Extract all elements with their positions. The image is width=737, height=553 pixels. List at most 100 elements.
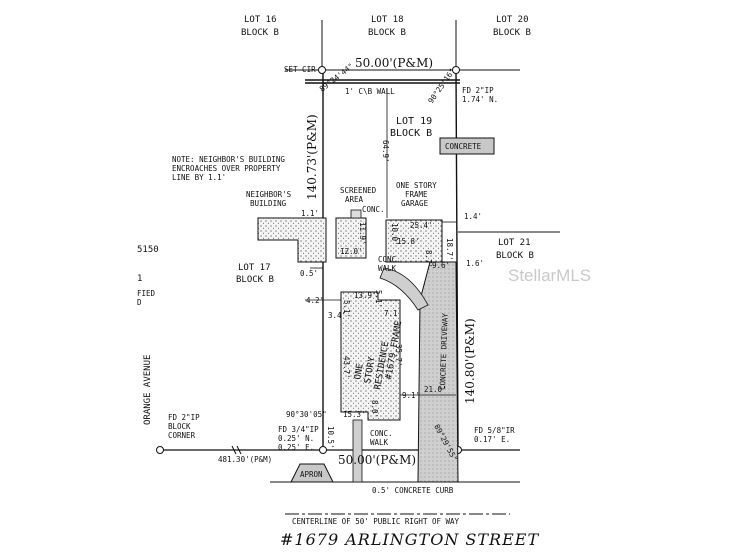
wall-label: 1' C\B WALL <box>345 87 395 96</box>
lot-18-block: BLOCK B <box>368 28 406 38</box>
garage-3: GARAGE <box>401 199 429 208</box>
concrete-pad-label: CONCRETE <box>445 142 482 151</box>
street-name: #1679 ARLINGTON STREET <box>280 530 539 549</box>
lot-19-label: LOT 19 <box>396 116 432 127</box>
bottom-width-dim: 50.00'(P&M) <box>338 453 416 467</box>
meas-9-1: 9.1' <box>402 391 420 400</box>
conc-walk-top <box>379 267 429 311</box>
meas-8-7: 8.7' <box>424 250 433 268</box>
driveway-label: CONCRETE DRIVEWAY <box>438 313 450 391</box>
note-line-3: LINE BY 1.1' <box>172 173 226 182</box>
meas-15-8: 15.8' <box>397 237 420 246</box>
meas-11-9: 11.9' <box>358 222 367 245</box>
meas-12-0: 12.0' <box>340 247 363 256</box>
meas-3-4: 3.4' <box>328 311 346 320</box>
orange-avenue: ORANGE AVENUE <box>143 355 153 425</box>
set-cir-label: SET CIR <box>284 65 316 74</box>
meas-9-6: 9.6' <box>432 261 450 270</box>
fd-top-right-1: FD 2"IP <box>462 86 494 95</box>
meas-10-0: 10.0' <box>390 223 399 246</box>
lot-21-label: LOT 21 <box>498 238 531 248</box>
concrete-pad <box>439 137 495 155</box>
fd-bottom-right-1: FD 5/8"IR <box>474 426 515 435</box>
fd-ip-bottom-left-marker <box>319 446 327 454</box>
fd-bottom-right-2: 0.17' E. <box>474 435 510 444</box>
left-depth-dim: 140.73'(P&M) <box>305 114 319 200</box>
edge-fragment-2: 1 <box>137 274 142 284</box>
fd-bottom-left-1: FD 3/4"IP <box>278 425 319 434</box>
meas-21-0: 21.0' <box>424 385 447 394</box>
top-width-dim: 50.00'(P&M) <box>355 56 433 70</box>
note-line-1: NOTE: NEIGHBOR'S BUILDING <box>172 155 285 164</box>
meas-4-2: 4.2' <box>306 296 324 305</box>
edge-fragment-1: 5150 <box>137 245 159 255</box>
fd-corner-2: BLOCK <box>168 422 191 431</box>
fd-block-corner-marker <box>156 446 164 454</box>
set-cir-marker <box>318 66 326 74</box>
conc-walk-bottom <box>352 419 363 483</box>
garage <box>385 219 443 263</box>
screened-area-2: AREA <box>345 195 364 204</box>
apron <box>290 463 334 483</box>
fd-bottom-left-3: 0.25' E. <box>278 443 314 452</box>
conc-small-label: CONC. <box>362 205 385 214</box>
meas-1-4: 1.4' <box>464 212 482 221</box>
screened-area-1: SCREENED <box>340 186 377 195</box>
conc-walk-top-1: CONC. <box>378 255 401 264</box>
watermark: StellarMLS <box>508 266 591 285</box>
meas-5-1a: 5.1' <box>342 300 351 318</box>
neighbors-building-2: BUILDING <box>250 199 287 208</box>
lot-20-block: BLOCK B <box>493 28 531 38</box>
meas-25-4: 25.4' <box>410 221 433 230</box>
apron-label: APRON <box>300 470 323 479</box>
curb-label: 0.5' CONCRETE CURB <box>372 486 454 495</box>
conc-walk-bottom-1: CONC. <box>370 429 393 438</box>
edge-fragment-4: D <box>137 298 142 307</box>
fd-corner-3: CORNER <box>168 431 196 440</box>
meas-1-1: 1.1' <box>301 209 319 218</box>
road-distance-dim: 481.30'(P&M) <box>218 455 272 464</box>
meas-1-6: 1.6' <box>466 259 484 268</box>
angle-top-right: 90°25'16" <box>426 67 457 105</box>
meas-18-7: 18.7' <box>445 238 454 261</box>
edge-fragment-3: FIED <box>137 289 156 298</box>
note-line-2: ENCROACHES OVER PROPERTY <box>172 164 281 173</box>
meas-35-7: 35.7' <box>394 344 403 367</box>
meas-10-5: 10.5' <box>326 426 335 449</box>
centerline-label: CENTERLINE OF 50' PUBLIC RIGHT OF WAY <box>292 517 460 526</box>
meas-43-7: 43.7' <box>342 356 351 379</box>
garage-2: FRAME <box>405 190 428 199</box>
neighbors-building-1: NEIGHBOR'S <box>246 190 292 199</box>
residence-2: STORY <box>363 356 378 385</box>
meas-13-9: 13.9' <box>354 291 377 300</box>
conc-walk-bottom-2: WALK <box>370 438 389 447</box>
lot-18-label: LOT 18 <box>371 15 404 25</box>
garage-1: ONE STORY <box>396 181 437 190</box>
fd-corner-1: FD 2"IP <box>168 413 200 422</box>
meas-15-3: 15.3' <box>343 410 366 419</box>
neighbors-building <box>257 217 327 263</box>
right-property-line <box>455 69 459 451</box>
conc-slab <box>350 209 362 219</box>
lot-21-block: BLOCK B <box>496 251 534 261</box>
conc-walk-top-2: WALK <box>378 264 397 273</box>
residence-1: ONE <box>353 363 366 381</box>
meas-7-1: 7.1' <box>384 309 402 318</box>
lot-17-label: LOT 17 <box>238 263 271 273</box>
wall-offset-label: 64.9' <box>381 140 390 163</box>
fd-bottom-left-2: 0.25' N. <box>278 434 314 443</box>
lot-17-block: BLOCK B <box>236 275 274 285</box>
meas-5-1b: 5.1' <box>374 290 383 308</box>
meas-8-0: 8.0' <box>370 400 379 418</box>
angle-bottom-left: 90°30'05" <box>286 410 327 419</box>
road-break-mark <box>231 445 242 455</box>
lot-16-label: LOT 16 <box>244 15 277 25</box>
fd-top-right-2: 1.74' N. <box>462 95 498 104</box>
residence <box>340 291 401 421</box>
lot-19-block: BLOCK B <box>390 128 432 139</box>
meas-0-5: 0.5' <box>300 269 318 278</box>
right-depth-dim: 140.80'(P&M) <box>463 318 477 404</box>
fd-ip-top-marker <box>452 66 460 74</box>
lot-16-block: BLOCK B <box>241 28 279 38</box>
